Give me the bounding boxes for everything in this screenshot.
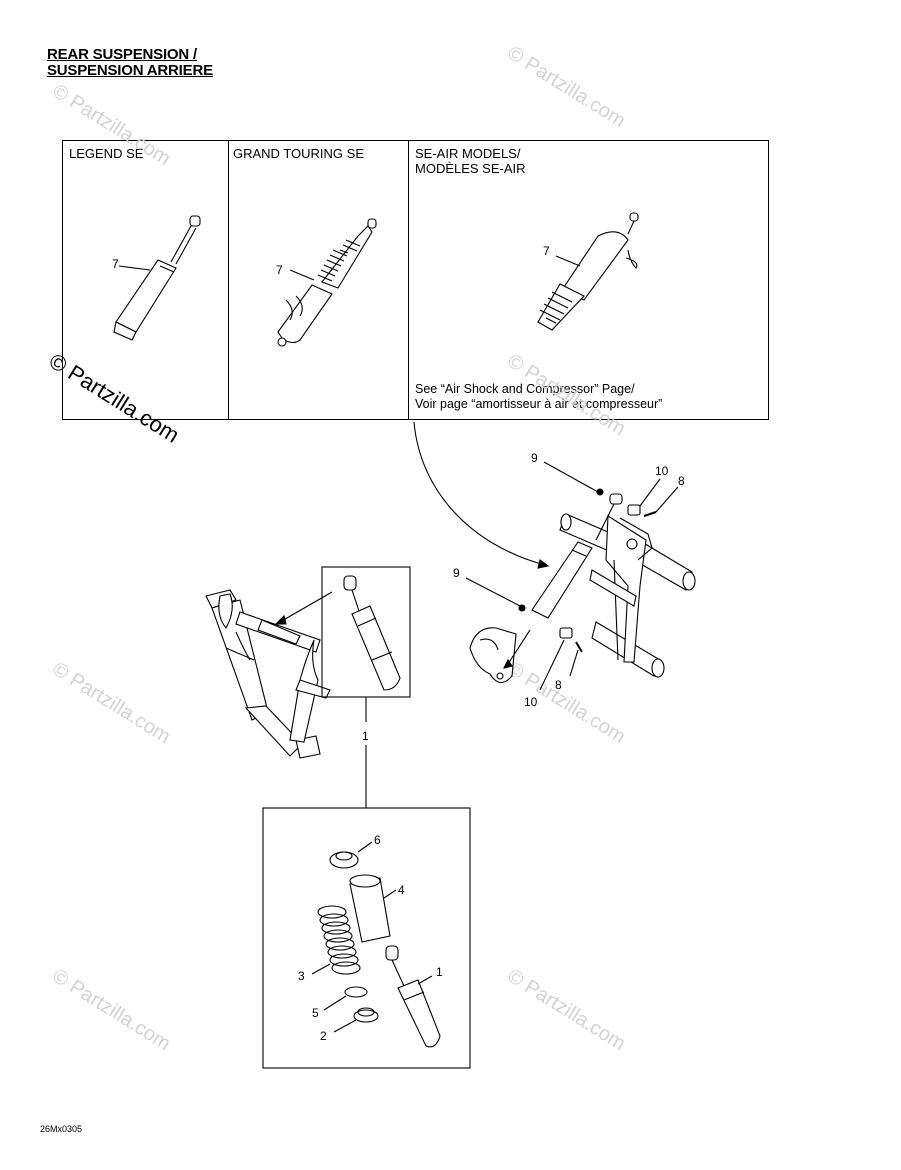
callout-10-bottom: 10 (524, 695, 538, 709)
note-line-1: See “Air Shock and Compressor” Page/ (415, 382, 635, 396)
panel-title-grand-touring-se: GRAND TOURING SE (233, 146, 364, 161)
rear-suspension-frame (205, 589, 333, 759)
grand-touring-se-shock (277, 218, 377, 347)
panel-title-se-air-line1: SE-AIR MODELS/ (415, 146, 521, 161)
callout-10-top: 10 (655, 464, 669, 478)
callout-9-top: 9 (531, 451, 538, 465)
legend-se-shock (113, 215, 201, 341)
panel-title-se-air: SE-AIR MODELS/ MODÈLES SE-AIR (415, 146, 526, 176)
model-panels-frame (62, 140, 769, 420)
callout-1-mid: 1 (362, 729, 369, 743)
title-line-1: REAR SUSPENSION / (47, 46, 197, 63)
callout-1-low: 1 (436, 965, 443, 979)
coil-spring (317, 905, 361, 975)
exploded-view-box (262, 807, 471, 1069)
callout-7-se-air: 7 (543, 244, 550, 258)
callout-3: 3 (298, 969, 305, 983)
page-title: REAR SUSPENSION / SUSPENSION ARRIERE (47, 47, 213, 79)
se-air-shock (537, 212, 639, 331)
note-line-2: Voir page “amortisseur à air et compress… (415, 397, 663, 411)
drawing-code: 26Mx0305 (40, 1124, 83, 1134)
title-line-2: SUSPENSION ARRIERE (47, 62, 213, 79)
panel-divider-1 (228, 140, 229, 420)
panel-title-legend-se: LEGEND SE (69, 146, 144, 161)
callout-8-top: 8 (678, 474, 685, 488)
callout-7-legend: 7 (112, 257, 119, 271)
callout-2: 2 (320, 1029, 327, 1043)
callout-7-grand-touring: 7 (276, 263, 283, 277)
panel-divider-2 (408, 140, 409, 420)
callout-8-bottom: 8 (555, 678, 562, 692)
callout-4: 4 (398, 883, 405, 897)
callout-5: 5 (312, 1006, 319, 1020)
rear-shock-mid (343, 575, 401, 691)
callout-9-left: 9 (453, 566, 460, 580)
air-shock-note: See “Air Shock and Compressor” Page/ Voi… (415, 382, 662, 412)
callout-6: 6 (374, 833, 381, 847)
rear-arm-assembly (465, 461, 696, 691)
exploded-parts (311, 841, 441, 1048)
panel-title-se-air-line2: MODÈLES SE-AIR (415, 161, 526, 176)
